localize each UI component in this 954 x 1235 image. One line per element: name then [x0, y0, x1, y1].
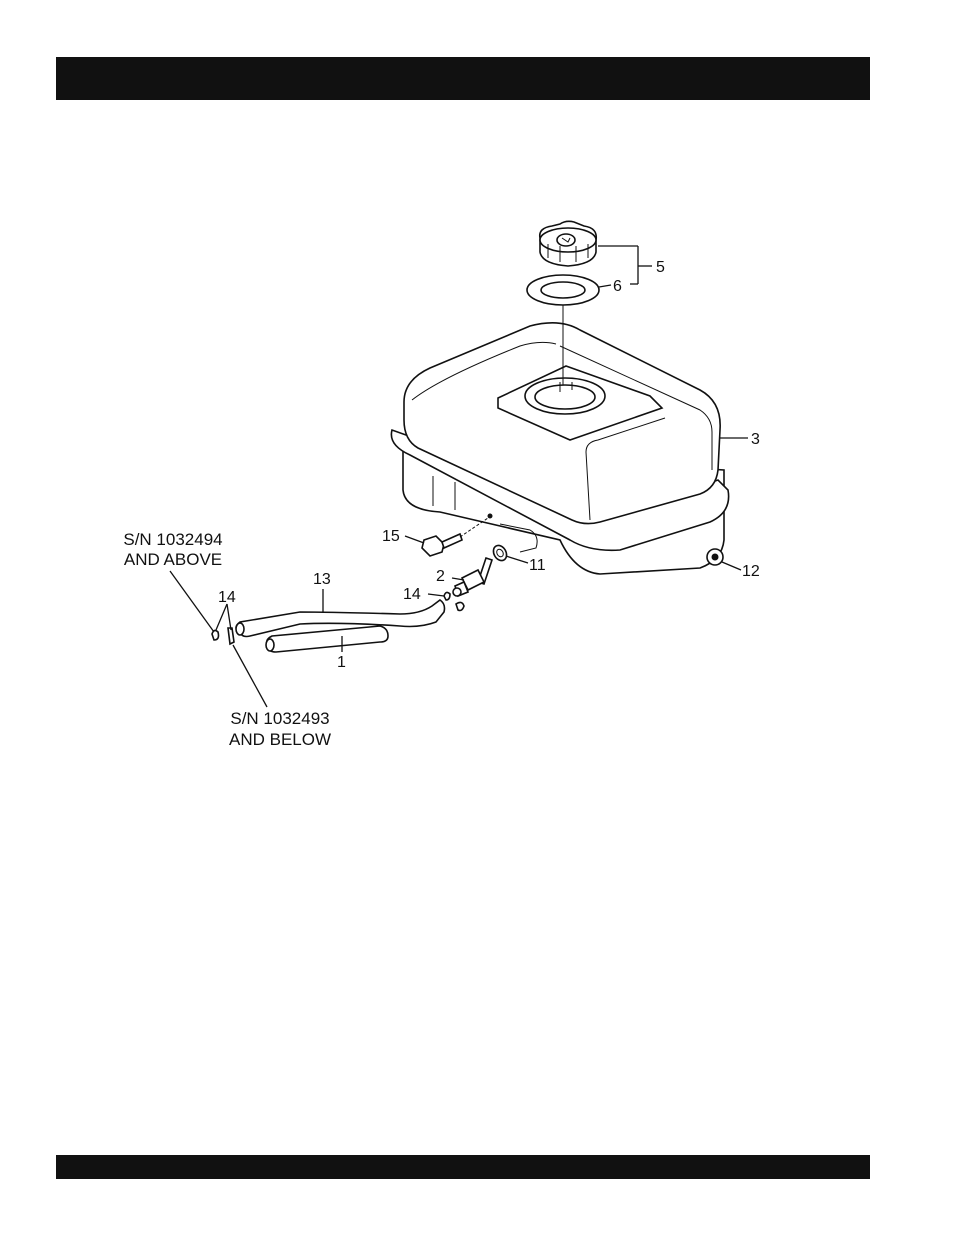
callout-14-left: 14	[218, 589, 236, 606]
serial-note-above-line1: S/N 1032494	[123, 530, 222, 549]
callout-15: 15	[382, 528, 400, 545]
callout-13: 13	[313, 571, 331, 588]
callout-12: 12	[742, 563, 760, 580]
mounting-bolt	[422, 518, 488, 556]
callout-14-valve: 14	[403, 586, 421, 603]
fuel-valve	[453, 558, 492, 596]
drain-plug	[707, 549, 723, 565]
callout-5: 5	[656, 259, 665, 276]
serial-note-above-line2: AND ABOVE	[124, 550, 222, 569]
callout-3: 3	[751, 431, 760, 448]
callout-11: 11	[529, 557, 546, 574]
fuel-tank	[391, 323, 728, 574]
callout-6: 6	[613, 278, 622, 295]
fuel-cap	[540, 221, 597, 266]
callout-1: 1	[337, 654, 346, 671]
serial-note-below-line1: S/N 1032493	[230, 709, 329, 728]
hose-clamp-left	[212, 628, 234, 644]
serial-note-below-line2: AND BELOW	[229, 730, 331, 749]
fuel-valve-washer	[491, 543, 509, 563]
fuel-hose-lower	[266, 626, 388, 652]
cap-gasket	[527, 275, 599, 305]
callout-2: 2	[436, 568, 445, 585]
